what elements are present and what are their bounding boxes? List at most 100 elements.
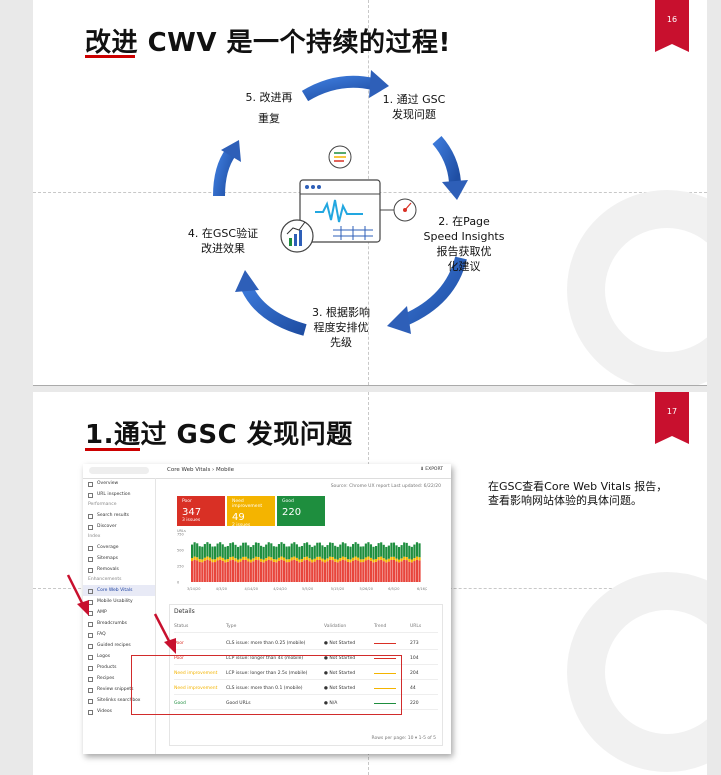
chart-bar-segment [247, 558, 250, 562]
chart-bar-segment [364, 560, 367, 582]
chart-bar-segment [293, 559, 296, 582]
chart-bar-segment [290, 560, 293, 582]
sidebar-item[interactable]: Review snippets [83, 684, 155, 695]
sidebar-item[interactable]: URL inspection [83, 489, 155, 500]
chart-bar-segment [311, 562, 314, 582]
sidebar-item[interactable]: Videos [83, 706, 155, 717]
issues-highlight-box [131, 655, 402, 715]
card-label: Poor [182, 499, 192, 504]
sidebar-item[interactable]: Sitelinks searchbox [83, 695, 155, 706]
chart-bar-segment [400, 545, 403, 559]
chart-bar-segment [280, 542, 283, 557]
chart-bar-segment [249, 546, 252, 560]
row-status: Need improvement [174, 686, 218, 691]
y-tick-label: 500 [177, 549, 184, 553]
chart-bar-segment [224, 559, 227, 563]
sidebar-item[interactable]: FAQ [83, 629, 155, 640]
chart-bar-segment [377, 557, 380, 561]
column-header[interactable]: Validation [324, 624, 347, 629]
cycle-step-4: 4. 在GSC验证改进效果 [187, 227, 259, 255]
chart-bar-segment [211, 546, 214, 560]
pagination[interactable]: Rows per page: 10 ▾ 1-5 of 5 [371, 736, 436, 741]
row-validation: ● Not Started [324, 671, 356, 676]
chart-bar-segment [362, 559, 365, 563]
chart-bar-segment [387, 558, 390, 562]
column-header[interactable]: Trend [374, 624, 387, 629]
chart-bar-segment [234, 561, 237, 582]
chart-bar-segment [377, 560, 380, 582]
column-header[interactable]: Type [226, 624, 237, 629]
chart-bar-segment [318, 556, 321, 560]
table-row[interactable]: Need improvement CLS issue: more than 0.1… [174, 683, 438, 695]
cycle-step-5: 5. 改进再重复 [245, 91, 293, 125]
sidebar-item[interactable]: Coverage [83, 542, 155, 553]
property-selector[interactable] [89, 467, 149, 474]
x-tick-label: 6/16/20 [417, 587, 427, 591]
column-header[interactable]: Status [174, 624, 189, 629]
chart-bar-segment [277, 560, 281, 582]
sidebar-item[interactable]: Overview [83, 478, 155, 489]
row-type: CLS issue: more than 0.1 (mobile) [226, 686, 303, 691]
chart-bar-segment [283, 557, 286, 561]
chart-bar-segment [237, 562, 240, 582]
chart-bar-segment [214, 562, 217, 582]
chart-bar-segment [191, 544, 194, 559]
sidebar-item[interactable]: Logos [83, 651, 155, 662]
cycle-arrowhead-bottom-left [235, 270, 259, 292]
chart-bar-segment [203, 544, 206, 558]
chart-bar-segment [405, 560, 408, 582]
sidebar-item[interactable]: Discover [83, 521, 155, 532]
sidebar-item[interactable]: Products [83, 662, 155, 673]
chart-bar-segment [229, 557, 232, 561]
chart-bar-segment [359, 562, 362, 582]
chart-bar-segment [198, 546, 201, 560]
chart-bar-segment [267, 556, 270, 560]
chart-bar-segment [354, 559, 357, 582]
chart-bar-segment [288, 559, 291, 563]
cycle-arrowhead-bottom-right [387, 306, 411, 334]
sidebar-item[interactable]: Recipes [83, 673, 155, 684]
chart-bar-segment [344, 543, 347, 558]
sidebar-item[interactable]: Breadcrumbs [83, 618, 155, 629]
x-tick-label: 5/5/20 [302, 587, 313, 591]
export-button[interactable]: ⬇ EXPORT [420, 467, 443, 472]
chart-bar-segment [257, 542, 260, 557]
sidebar-item[interactable]: Search results [83, 510, 155, 521]
pointer-arrows [66, 574, 176, 654]
chart-bar-segment [392, 559, 396, 582]
chart-bar-segment [321, 561, 324, 582]
chart-bar-segment [231, 542, 235, 557]
chart-bar-segment [359, 546, 362, 560]
sidebar-item[interactable]: Core Web Vitals [83, 585, 155, 596]
sidebar-item[interactable]: Removals [83, 564, 155, 575]
chart-bar-segment [410, 559, 413, 563]
chart-bar-segment [395, 558, 398, 562]
chart-bar-segment [405, 556, 408, 561]
chart-bar-segment [311, 546, 314, 560]
arrowhead-to-issues [164, 638, 176, 654]
chart-bar-segment [226, 561, 229, 582]
chart-bar-segment [398, 559, 401, 563]
chart-bar-segment [326, 558, 329, 562]
sidebar-item[interactable]: Sitemaps [83, 553, 155, 564]
card-value: 220 [282, 507, 302, 518]
chart-bar-segment [239, 561, 242, 582]
sidebar-item[interactable]: Guided recipes [83, 640, 155, 651]
chart-bar-segment [408, 561, 411, 582]
column-header[interactable]: URLs [410, 624, 422, 629]
chart-bar-segment [331, 560, 334, 582]
chart-bar-segment [316, 542, 319, 557]
chart-bar-segment [349, 559, 352, 563]
chart-bar-segment [413, 561, 416, 582]
page-number-badge: 16 [655, 0, 689, 52]
chart-bar-segment [295, 557, 298, 561]
